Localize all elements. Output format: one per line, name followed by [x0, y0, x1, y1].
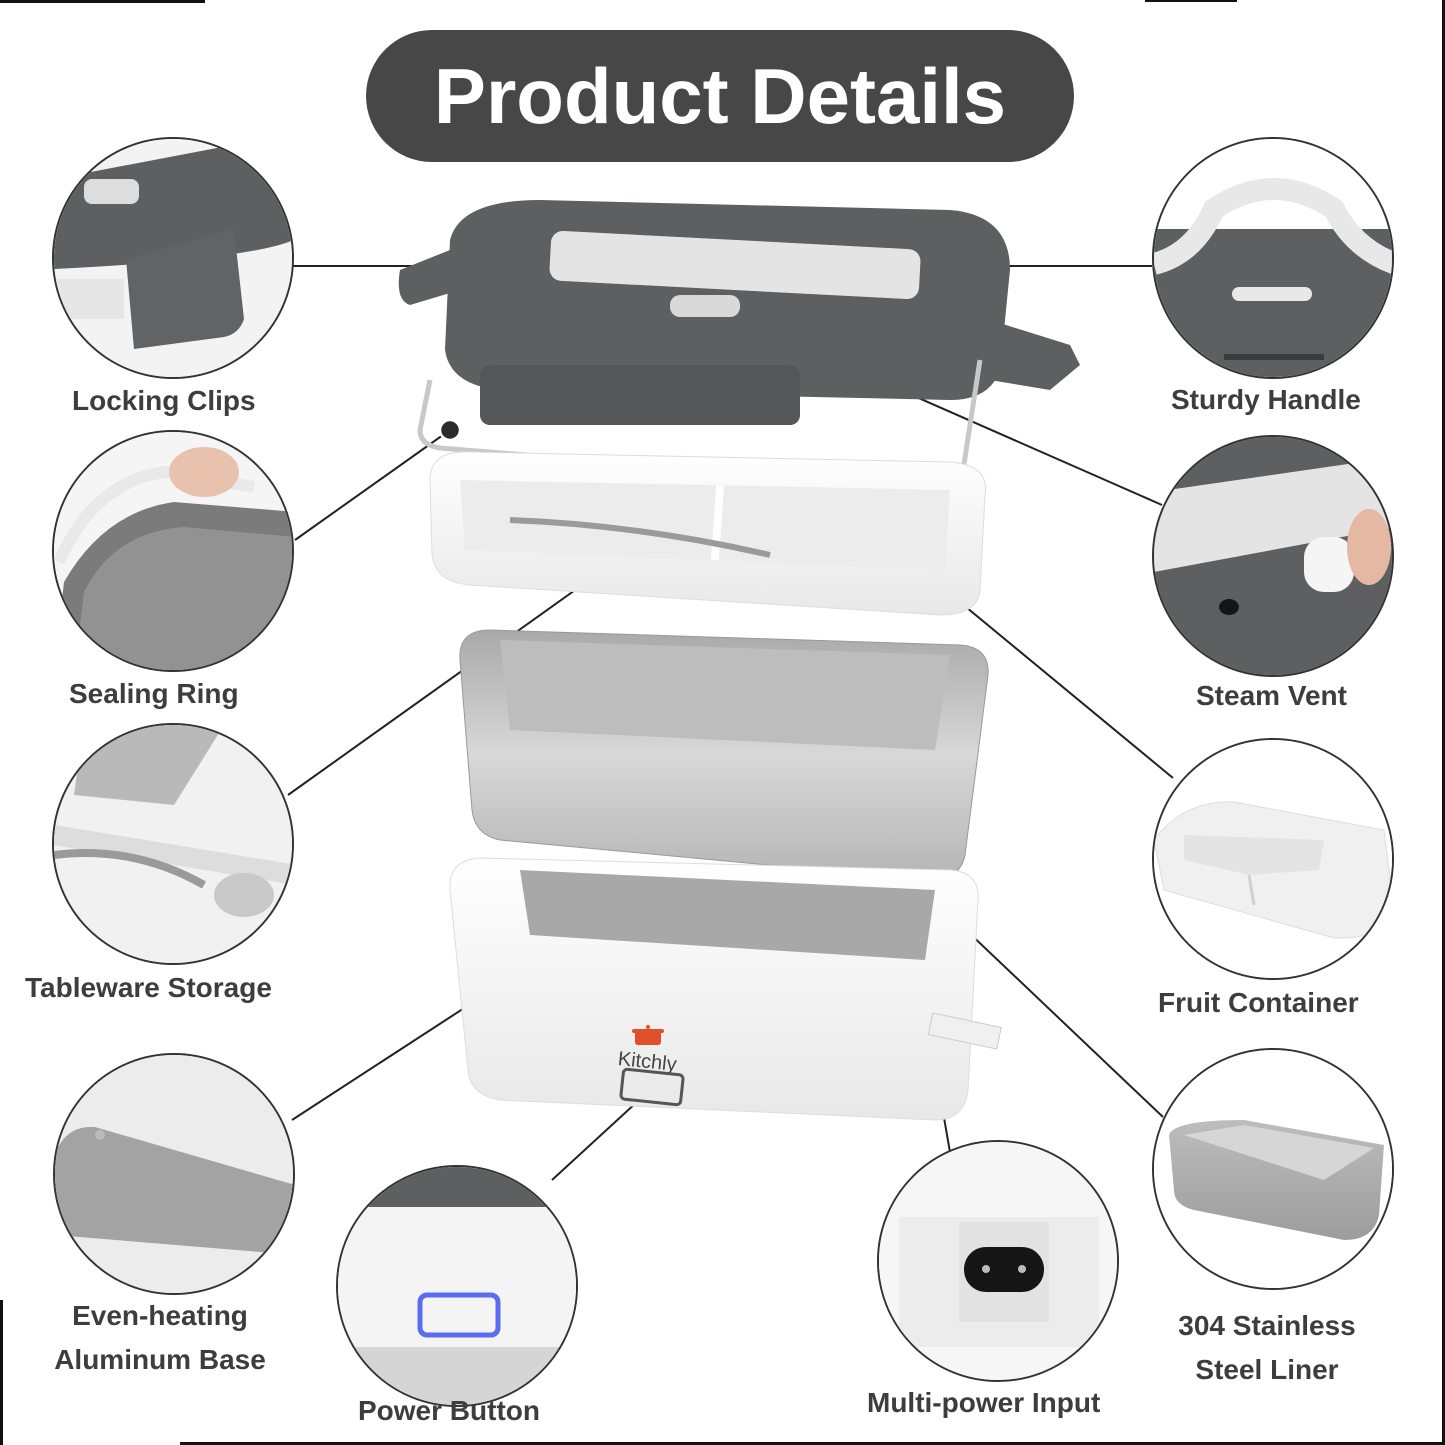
label-power-button: Power Button: [358, 1395, 540, 1426]
detail-multi-power-input: [877, 1140, 1119, 1382]
label-line-2: Aluminum Base: [54, 1344, 266, 1375]
label-aluminum-base: Even-heating Aluminum Base: [45, 1294, 275, 1382]
label-line-1: Even-heating: [72, 1300, 248, 1331]
label-line-2: Steel Liner: [1195, 1354, 1339, 1385]
label-steam-vent: Steam Vent: [1196, 680, 1347, 711]
sealing-ring: [417, 359, 983, 493]
power-button-led: [417, 1292, 501, 1338]
page-title: Product Details: [433, 51, 1007, 140]
label-stainless-liner: 304 Stainless Steel Liner: [1152, 1304, 1382, 1392]
kitchly-logo-icon: [632, 1025, 664, 1045]
steel-liner: [459, 629, 989, 881]
frame-border-bottom: [180, 1442, 1445, 1445]
label-locking-clips: Locking Clips: [72, 385, 256, 416]
lid: [398, 200, 1080, 425]
frame-border-left: [0, 1300, 3, 1445]
heating-base: Kitchly: [449, 857, 1002, 1121]
detail-power-button: [336, 1165, 578, 1407]
power-socket-icon: [964, 1247, 1044, 1292]
detail-tableware-storage: [52, 723, 294, 965]
title-banner: Product Details: [366, 30, 1074, 162]
frame-border-top-right: [1145, 0, 1237, 2]
detail-steam-vent: [1152, 435, 1394, 677]
power-button-frame: [619, 1067, 685, 1107]
label-sturdy-handle: Sturdy Handle: [1171, 384, 1361, 415]
label-fruit-container: Fruit Container: [1158, 987, 1359, 1018]
detail-locking-clips: [52, 137, 294, 379]
label-tableware-storage: Tableware Storage: [25, 972, 272, 1003]
label-multi-power-input: Multi-power Input: [867, 1387, 1101, 1418]
lunch-box-exploded-view: Kitchly: [398, 200, 1080, 1121]
frame-border-top: [0, 0, 205, 3]
detail-aluminum-base: [53, 1053, 295, 1295]
detail-sturdy-handle: [1152, 137, 1394, 379]
detail-fruit-container: [1152, 738, 1394, 980]
fruit-tray: [429, 451, 987, 616]
frame-border-right: [1442, 0, 1445, 1445]
detail-stainless-liner: [1152, 1048, 1394, 1290]
label-line-1: 304 Stainless: [1178, 1310, 1356, 1341]
vent-hole-icon: [1219, 599, 1239, 615]
label-sealing-ring: Sealing Ring: [69, 678, 239, 709]
detail-sealing-ring: [52, 430, 294, 672]
